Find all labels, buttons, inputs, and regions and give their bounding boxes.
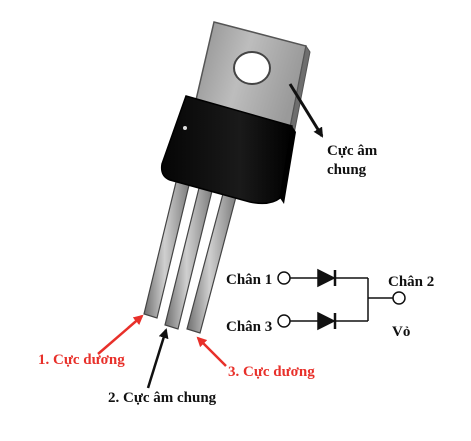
pin1-marker-dot bbox=[183, 126, 187, 130]
mounting-hole bbox=[233, 51, 271, 85]
terminal-chan1 bbox=[277, 271, 291, 285]
chan1-label: Chân 1 bbox=[226, 272, 272, 288]
chan3-label: Chân 3 bbox=[226, 319, 272, 335]
schematic bbox=[277, 268, 406, 331]
arrow-pin1 bbox=[97, 314, 144, 355]
terminal-chan2 bbox=[392, 291, 406, 305]
metal-tab bbox=[195, 21, 311, 136]
black-body bbox=[160, 95, 296, 205]
diode-1-symbol bbox=[317, 268, 336, 288]
chan2-label: Chân 2 bbox=[388, 274, 434, 290]
terminal-chan3 bbox=[277, 314, 291, 328]
arrow-common-cathode bbox=[288, 83, 324, 138]
arrow-pin3 bbox=[196, 336, 227, 367]
case-label: Vỏ bbox=[392, 324, 410, 340]
pin1-label: 1. Cực dương bbox=[38, 352, 125, 368]
pin3-label: 3. Cực dương bbox=[228, 364, 315, 380]
common-cathode-label: Cực âm chung bbox=[327, 143, 381, 178]
diode-2-symbol bbox=[317, 311, 336, 331]
common-cathode-label-line2: chung bbox=[327, 162, 367, 178]
common-cathode-label-line1: Cực âm bbox=[327, 143, 378, 159]
leads bbox=[143, 177, 238, 334]
arrow-pin2 bbox=[146, 328, 169, 389]
pin2-label: 2. Cực âm chung bbox=[108, 390, 217, 406]
